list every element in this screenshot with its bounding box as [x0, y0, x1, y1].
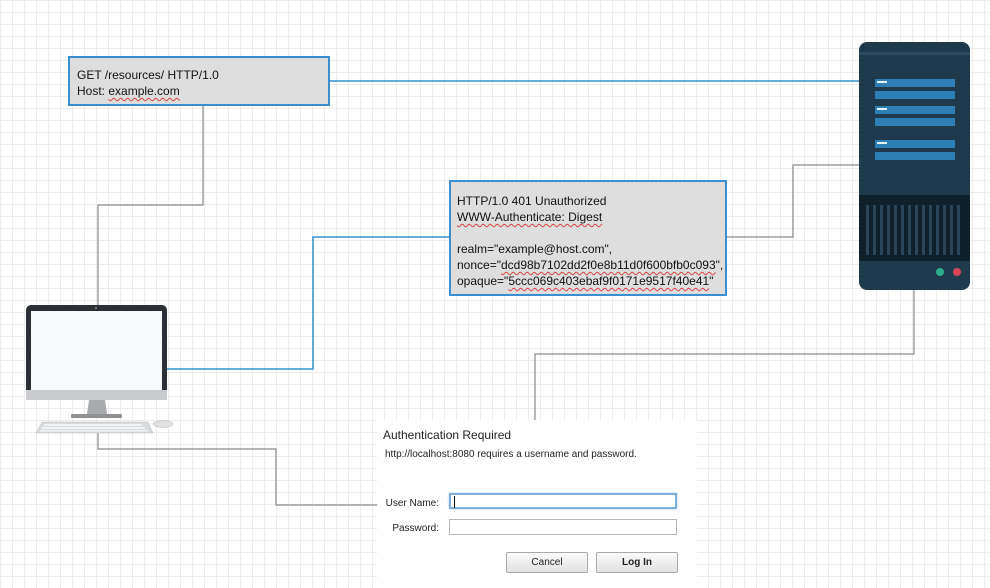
- auth-dialog: Authentication Required http://localhost…: [377, 420, 697, 588]
- nonce-param: nonce="dcd98b7102dd2f0e8b11d0f600bfb0c09…: [457, 257, 725, 273]
- realm-param: realm="example@host.com",: [457, 242, 613, 256]
- cancel-button[interactable]: Cancel: [506, 552, 588, 573]
- http-request-box: GET /resources/ HTTP/1.0 Host: example.c…: [68, 56, 330, 106]
- response-to-server-line: [727, 164, 860, 238]
- http-response-box: HTTP/1.0 401 Unauthorized WWW-Authentica…: [449, 180, 727, 296]
- nonce-suffix: ",: [715, 258, 724, 272]
- login-button[interactable]: Log In: [596, 552, 678, 573]
- opaque-label: opaque=": [457, 274, 509, 288]
- opaque-suffix: ": [709, 274, 714, 288]
- request-host-header: Host: example.com: [77, 83, 328, 99]
- response-status-line: HTTP/1.0 401 Unauthorized: [457, 194, 607, 208]
- server-tower-icon: [859, 42, 970, 290]
- password-label: Password:: [392, 523, 439, 534]
- status-led-red-icon: [953, 268, 961, 276]
- status-led-green-icon: [936, 268, 944, 276]
- opaque-value: 5ccc069c403ebaf9f0171e9517f40e41: [508, 274, 710, 288]
- www-authenticate-header: WWW-Authenticate: Digest: [457, 210, 603, 224]
- request-to-client-line: [97, 106, 204, 307]
- dialog-title: Authentication Required: [383, 428, 512, 442]
- request-line: GET /resources/ HTTP/1.0: [77, 68, 219, 82]
- nonce-value: dcd98b7102dd2f0e8b11d0f600bfb0c093: [500, 258, 716, 272]
- dialog-message: http://localhost:8080 requires a usernam…: [385, 449, 637, 460]
- text-caret: [454, 496, 455, 508]
- password-field[interactable]: [449, 519, 677, 535]
- server-to-dialog-line: [534, 290, 915, 420]
- opaque-param: opaque="5ccc069c403ebaf9f0171e9517f40e41…: [457, 273, 725, 289]
- username-field[interactable]: [449, 493, 677, 509]
- nonce-label: nonce=": [457, 258, 501, 272]
- desktop-computer-icon: [26, 305, 174, 434]
- host-value: example.com: [108, 84, 180, 98]
- host-label: Host:: [77, 84, 109, 98]
- username-label: User Name:: [385, 498, 439, 509]
- response-to-client-line: [167, 236, 449, 370]
- client-to-dialog-line: [97, 433, 378, 506]
